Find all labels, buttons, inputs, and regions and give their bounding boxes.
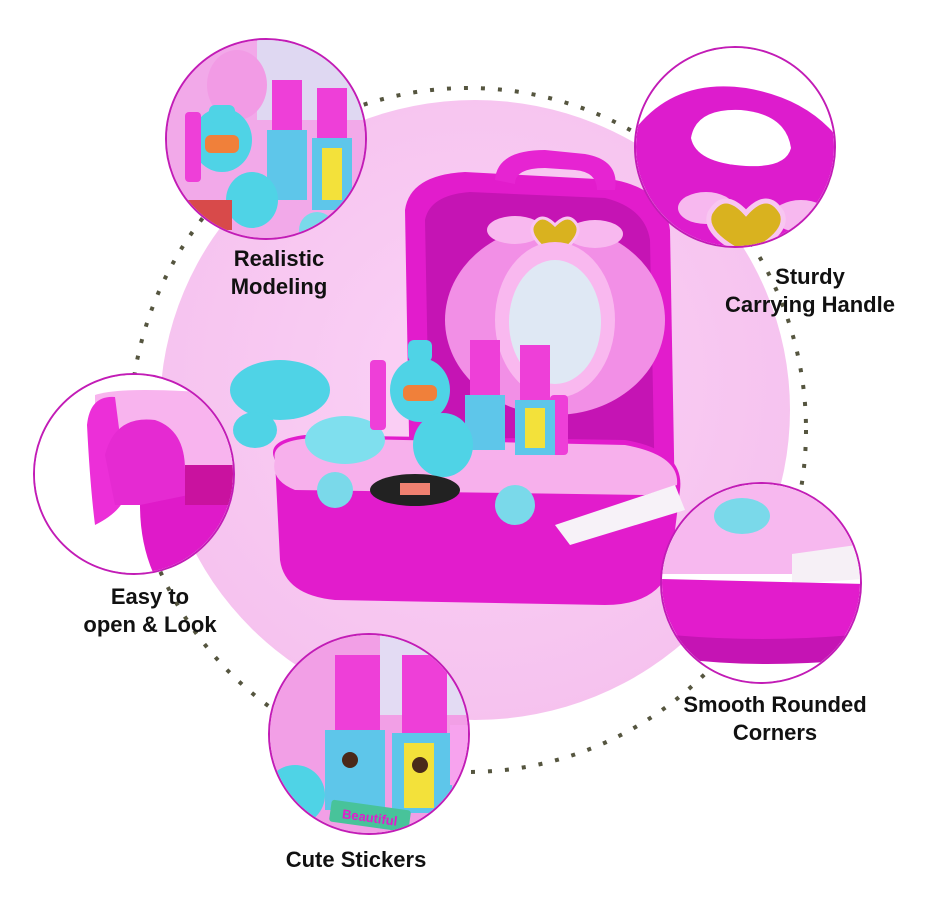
closeup-stickers-image: Beautiful	[270, 635, 468, 833]
label-line: Sturdy	[775, 264, 845, 289]
closeup-accessories-image	[167, 40, 365, 238]
feature-label-easy-open: Easy to open & Look	[60, 583, 240, 639]
label-line: Modeling	[230, 274, 328, 299]
label-line: Realistic	[233, 246, 325, 271]
label-line: open & Look	[83, 612, 217, 637]
label-line: Corners	[732, 720, 818, 745]
label-line: Smooth Rounded	[683, 692, 867, 717]
feature-circle-sturdy-handle	[634, 46, 836, 248]
label-line: Easy to	[110, 584, 190, 609]
feature-circle-rounded-corners	[660, 482, 862, 684]
feature-circle-realistic-modeling	[165, 38, 367, 240]
closeup-corner-image	[662, 484, 860, 682]
feature-label-rounded-corners: Smooth Rounded Corners	[660, 691, 890, 747]
closeup-latch-image	[35, 375, 233, 573]
label-line: Cute Stickers	[285, 847, 427, 872]
closeup-handle-image	[636, 48, 834, 246]
feature-circle-cute-stickers: Beautiful	[268, 633, 470, 835]
vanity-case-product	[230, 150, 685, 605]
feature-label-realistic-modeling: Realistic Modeling	[214, 245, 344, 301]
feature-label-sturdy-handle: Sturdy Carrying Handle	[700, 263, 920, 319]
feature-label-cute-stickers: Cute Stickers	[266, 846, 446, 874]
feature-circle-easy-open	[33, 373, 235, 575]
label-line: Carrying Handle	[725, 292, 895, 317]
